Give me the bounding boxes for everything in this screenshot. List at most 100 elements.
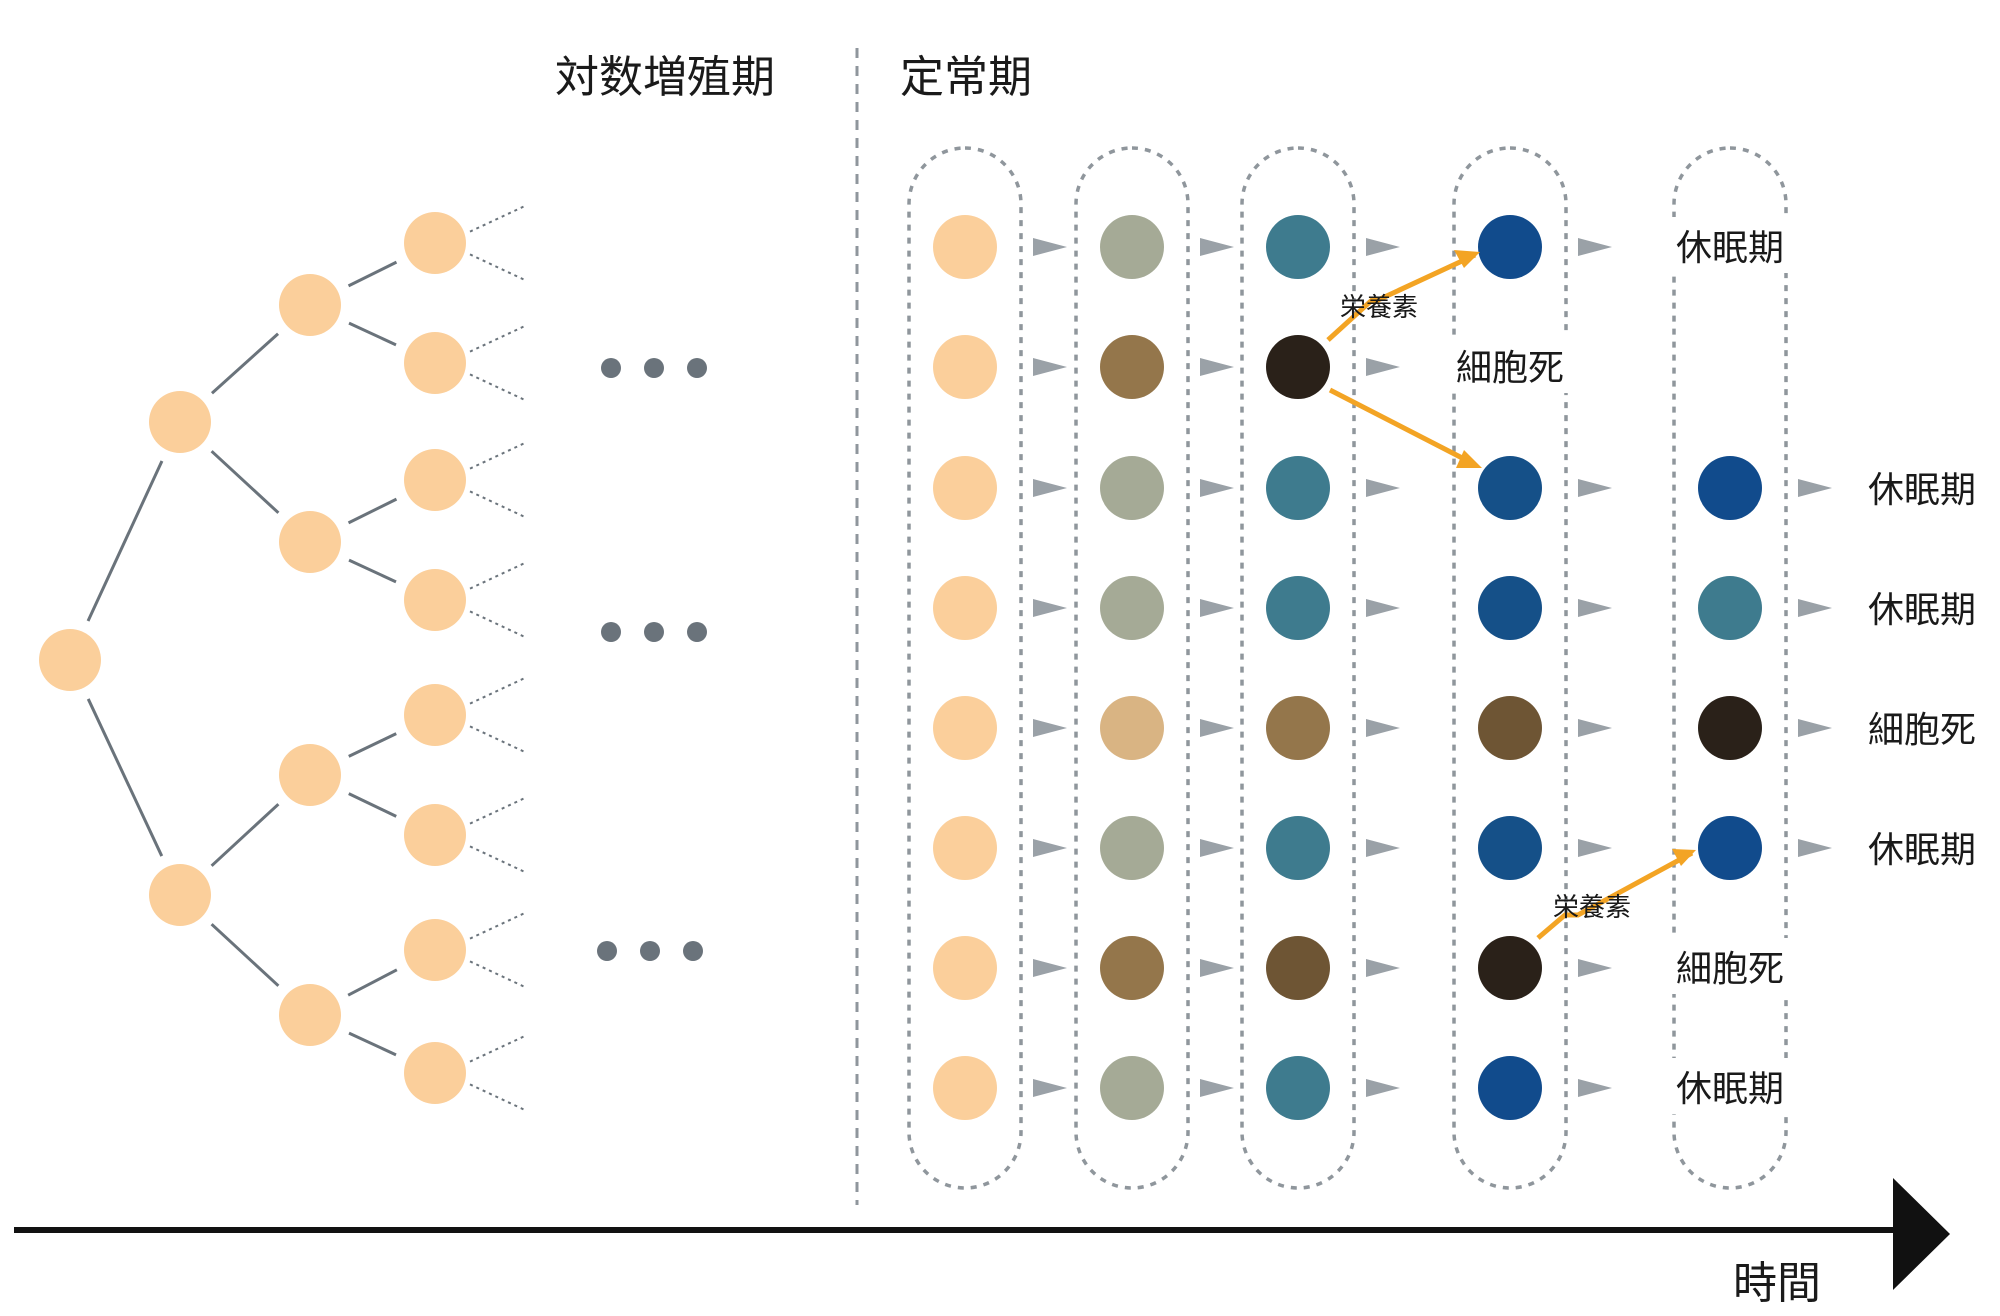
dividing-cell	[279, 511, 341, 573]
cell-log-cell	[933, 936, 997, 1000]
continuation-branch	[469, 204, 528, 233]
stage-column-outline	[1240, 146, 1356, 1190]
step-arrow	[1200, 959, 1234, 977]
step-arrow	[1200, 599, 1234, 617]
step-arrow	[1798, 479, 1832, 497]
cell-brown	[1100, 936, 1164, 1000]
cell-teal	[1266, 576, 1330, 640]
ellipsis-dot	[597, 941, 617, 961]
division-branch	[210, 450, 280, 514]
division-branch	[210, 923, 280, 987]
dormancy-label: 休眠期	[1868, 590, 1976, 631]
label-backdrop	[1668, 1058, 1792, 1114]
cell-pale-gray-green	[1100, 1056, 1164, 1120]
ellipsis-dot	[644, 358, 664, 378]
ellipsis-dot	[640, 941, 660, 961]
step-arrow	[1200, 839, 1234, 857]
nutrient-arrow-top	[1326, 250, 1480, 342]
cell-navy	[1478, 215, 1542, 279]
continuation-branch	[469, 373, 528, 402]
dividing-cell	[404, 919, 466, 981]
step-arrows	[1033, 238, 1832, 1097]
continuation-branch	[469, 610, 528, 639]
step-arrow	[1578, 839, 1612, 857]
dividing-cell	[39, 629, 101, 691]
division-tree-lines	[86, 204, 528, 1112]
dividing-cell	[404, 332, 466, 394]
log-phase-header: 対数増殖期	[555, 52, 775, 103]
cell-navy	[1698, 816, 1762, 880]
label-backdrop	[1668, 938, 1792, 994]
dormancy-label: 休眠期	[1676, 228, 1784, 269]
continuation-branch	[469, 911, 528, 940]
cell-teal	[1266, 816, 1330, 880]
nutrient-label-bottom: 栄養素	[1553, 893, 1631, 923]
step-arrow	[1033, 839, 1067, 857]
stationary-cells	[933, 215, 1762, 1120]
cell-dark-brown	[1266, 936, 1330, 1000]
cell-dark-brown	[1478, 696, 1542, 760]
cell-dark-blue	[1478, 816, 1542, 880]
continuation-branch	[469, 1034, 528, 1063]
division-branch	[86, 460, 164, 622]
step-arrow	[1578, 479, 1612, 497]
step-arrow	[1798, 839, 1832, 857]
cell-brown	[1100, 335, 1164, 399]
cell-teal	[1266, 456, 1330, 520]
cell-log-cell	[933, 1056, 997, 1120]
cell-teal	[1266, 215, 1330, 279]
nutrient-arrow-bottom	[1536, 849, 1696, 940]
dividing-cell	[149, 391, 211, 453]
step-arrow	[1200, 1079, 1234, 1097]
dividing-cell	[404, 804, 466, 866]
cell-black-brown	[1698, 696, 1762, 760]
stationary-phase-header: 定常期	[900, 52, 1032, 103]
continuation-ellipses	[597, 358, 707, 961]
continuation-branch	[469, 725, 528, 754]
label-backdrop	[1448, 337, 1572, 393]
dead-cell-redistribution-arrow	[1328, 387, 1482, 468]
dividing-cell	[149, 864, 211, 926]
cell-teal	[1698, 576, 1762, 640]
ellipsis-dot	[687, 358, 707, 378]
step-arrow	[1578, 238, 1612, 256]
step-arrow	[1366, 959, 1400, 977]
cell-log-cell	[933, 696, 997, 760]
cell-navy	[1478, 1056, 1542, 1120]
continuation-branch	[469, 253, 528, 282]
dormancy-label: 休眠期	[1676, 1069, 1784, 1110]
step-arrow	[1033, 238, 1067, 256]
cell-dark-blue	[1478, 576, 1542, 640]
step-arrow	[1033, 959, 1067, 977]
dividing-cell	[404, 212, 466, 274]
step-arrow	[1366, 839, 1400, 857]
step-arrow	[1033, 599, 1067, 617]
stage-column-outline	[1452, 146, 1568, 1190]
continuation-branch	[469, 845, 528, 874]
stage-column-outline	[1672, 146, 1788, 1190]
division-branch	[348, 1031, 397, 1057]
step-arrow	[1366, 238, 1400, 256]
dividing-cell	[404, 449, 466, 511]
step-arrow	[1200, 358, 1234, 376]
cell-log-cell	[933, 215, 997, 279]
cell-log-cell	[933, 816, 997, 880]
division-branch	[347, 260, 398, 288]
cell-black-brown	[1478, 936, 1542, 1000]
ellipsis-dot	[687, 622, 707, 642]
cell-death-label: 細胞死	[1868, 710, 1976, 751]
step-arrow	[1578, 1079, 1612, 1097]
dividing-cell	[404, 684, 466, 746]
continuation-branch	[469, 324, 528, 353]
cell-tan	[1100, 696, 1164, 760]
stage-column-outline	[907, 146, 1023, 1190]
continuation-branch	[469, 796, 528, 825]
step-arrow	[1798, 599, 1832, 617]
step-arrow	[1578, 959, 1612, 977]
cell-dark-blue	[1478, 456, 1542, 520]
cell-death-label: 細胞死	[1456, 348, 1564, 389]
dividing-cell	[279, 744, 341, 806]
step-arrow	[1366, 479, 1400, 497]
